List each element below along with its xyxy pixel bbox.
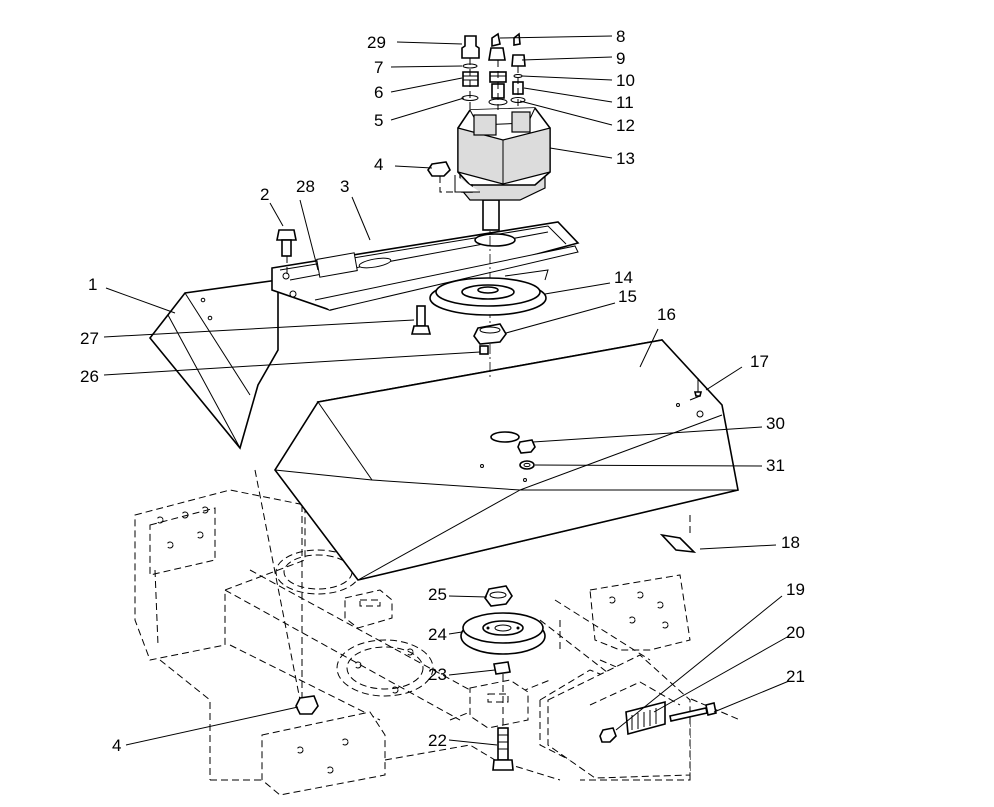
callout-4-lower: 4 [112, 736, 121, 755]
callout-12: 12 [616, 116, 635, 135]
hydraulic-fittings [461, 32, 526, 110]
mounting-plate [271, 221, 580, 311]
callout-13: 13 [616, 149, 635, 168]
screw-17 [693, 378, 703, 397]
bracket-20 [625, 700, 666, 736]
left-shield [148, 279, 279, 450]
idler-pulley-24 [460, 612, 546, 655]
clip-18 [659, 515, 697, 554]
callout-24: 24 [428, 625, 447, 644]
callout-10: 10 [616, 71, 635, 90]
shaft-key [479, 345, 489, 355]
callout-26: 26 [80, 367, 99, 386]
callout-28: 28 [296, 177, 315, 196]
bolt-27 [410, 305, 432, 335]
nut-30 [517, 439, 536, 454]
nut-4-upper [427, 161, 460, 193]
callout-17: 17 [750, 352, 769, 371]
callout-6: 6 [374, 83, 383, 102]
callout-8: 8 [616, 27, 625, 46]
callout-23: 23 [428, 665, 447, 684]
callout-16: 16 [657, 305, 676, 324]
callout-22: 22 [428, 731, 447, 750]
callout-5: 5 [374, 111, 383, 130]
idler-nut-25 [484, 585, 513, 607]
callout-25: 25 [428, 585, 447, 604]
upper-pulley [429, 269, 549, 316]
nut-19 [599, 727, 617, 743]
callout-31: 31 [766, 456, 785, 475]
callout-11: 11 [616, 93, 634, 112]
belt-cover [274, 339, 739, 581]
pulley-nut [473, 323, 507, 345]
callout-9: 9 [616, 49, 625, 68]
callout-30: 30 [766, 414, 785, 433]
callout-19: 19 [786, 580, 805, 599]
gearbox-motor [454, 107, 551, 380]
callout-4-upper: 4 [374, 155, 383, 174]
callout-18: 18 [781, 533, 800, 552]
spacer-23 [493, 661, 511, 675]
callout-14: 14 [614, 268, 633, 287]
mower-deck-frame [134, 469, 741, 796]
nut-4-lower [295, 695, 319, 715]
callout-2: 2 [260, 185, 269, 204]
callout-15: 15 [618, 287, 637, 306]
leader-lines [103, 35, 790, 746]
callout-7: 7 [374, 58, 383, 77]
callout-labels: 1 2 28 3 4 29 7 6 5 8 9 10 11 12 13 14 1… [80, 27, 805, 755]
bolt-21 [669, 702, 717, 722]
callout-3: 3 [340, 177, 349, 196]
bolt-2 [276, 229, 297, 275]
callout-1: 1 [88, 275, 97, 294]
callout-20: 20 [786, 623, 805, 642]
callout-29: 29 [367, 33, 386, 52]
bolt-22 [492, 674, 514, 771]
callout-21: 21 [786, 667, 805, 686]
washer-31 [519, 460, 535, 470]
callout-27: 27 [80, 329, 99, 348]
